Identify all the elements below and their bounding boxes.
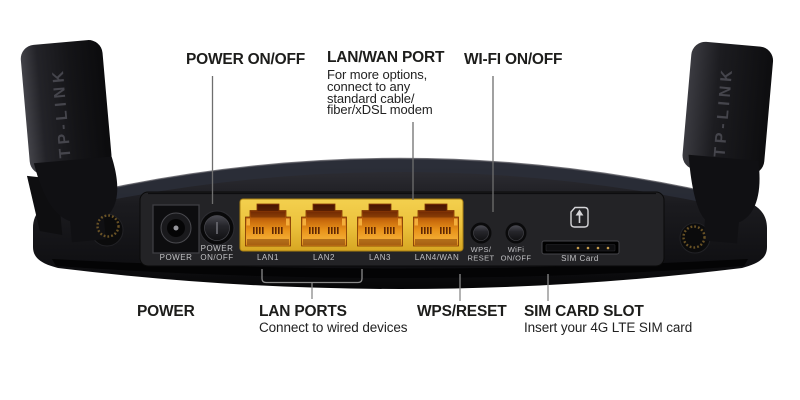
callout-lanwan-desc-4: fiber/xDSL modem — [327, 102, 433, 118]
port-lan4-wan — [413, 203, 459, 247]
callout-power: POWER — [137, 303, 195, 320]
body-top-sheen — [66, 159, 734, 208]
body-top-edge-highlight — [61, 157, 739, 200]
port-label-lan4-wan: LAN4/WAN — [415, 253, 460, 262]
wps-label-1: WPS/ — [471, 245, 492, 254]
sim-card-icon — [570, 206, 589, 228]
callout-sim-card: SIM CARD SLOT Insert your 4G LTE SIM car… — [524, 303, 692, 334]
port-label-lan2: LAN2 — [313, 253, 335, 262]
callout-lanwan-desc-3: standard cable/ — [327, 90, 415, 106]
callout-lanwan-desc-2: connect to any — [327, 78, 411, 94]
port-lan1 — [245, 203, 291, 247]
wifi-label-2: ON/OFF — [501, 254, 532, 263]
callout-lan-ports-desc: Connect to wired devices — [259, 320, 408, 335]
callout-lanwan-desc-1: For more options, — [327, 67, 428, 82]
sim-card-slot: SIM Card — [541, 206, 620, 263]
antenna-left: TP-LINK — [20, 40, 118, 243]
callout-lan-ports-title: LAN PORTS — [259, 303, 347, 320]
power-switch-label-1: POWER — [201, 244, 234, 253]
power-jack-label: POWER — [160, 253, 193, 262]
body-base — [52, 259, 748, 278]
callout-lanwan-title: LAN/WAN PORT — [327, 49, 445, 66]
antenna-right: TP-LINK — [682, 41, 774, 244]
port-label-lan3: LAN3 — [369, 253, 391, 262]
wps-reset-button: WPS/ RESET — [467, 222, 494, 263]
callout-lanwan: LAN/WAN PORT For more options, connect t… — [327, 49, 444, 116]
callout-lan-ports: LAN PORTS Connect to wired devices — [259, 303, 408, 335]
hinge-ring-left — [96, 214, 120, 238]
port-lan3 — [357, 203, 403, 247]
wps-label-2: RESET — [467, 254, 494, 263]
callout-wifi-onoff: WI-FI ON/OFF — [464, 51, 563, 68]
power-jack: POWER — [152, 204, 200, 262]
port-lan2 — [301, 203, 347, 247]
hinge-ring-right — [682, 225, 706, 249]
power-switch-label-2: ON/OFF — [200, 253, 233, 262]
callout-sim-card-desc: Insert your 4G LTE SIM card — [524, 320, 693, 335]
wifi-button: WiFi ON/OFF — [501, 222, 532, 263]
port-label-lan1: LAN1 — [257, 253, 279, 262]
sim-slot-label: SIM Card — [561, 254, 599, 263]
wifi-label-1: WiFi — [508, 245, 525, 254]
callout-power-onoff: POWER ON/OFF — [186, 51, 306, 68]
callout-sim-card-title: SIM CARD SLOT — [524, 303, 644, 320]
power-switch: POWER ON/OFF — [199, 210, 235, 262]
callout-wps-reset: WPS/RESET — [417, 303, 507, 320]
ethernet-panel: LAN1 LAN2 LAN3 LAN4/WAN — [239, 198, 464, 262]
